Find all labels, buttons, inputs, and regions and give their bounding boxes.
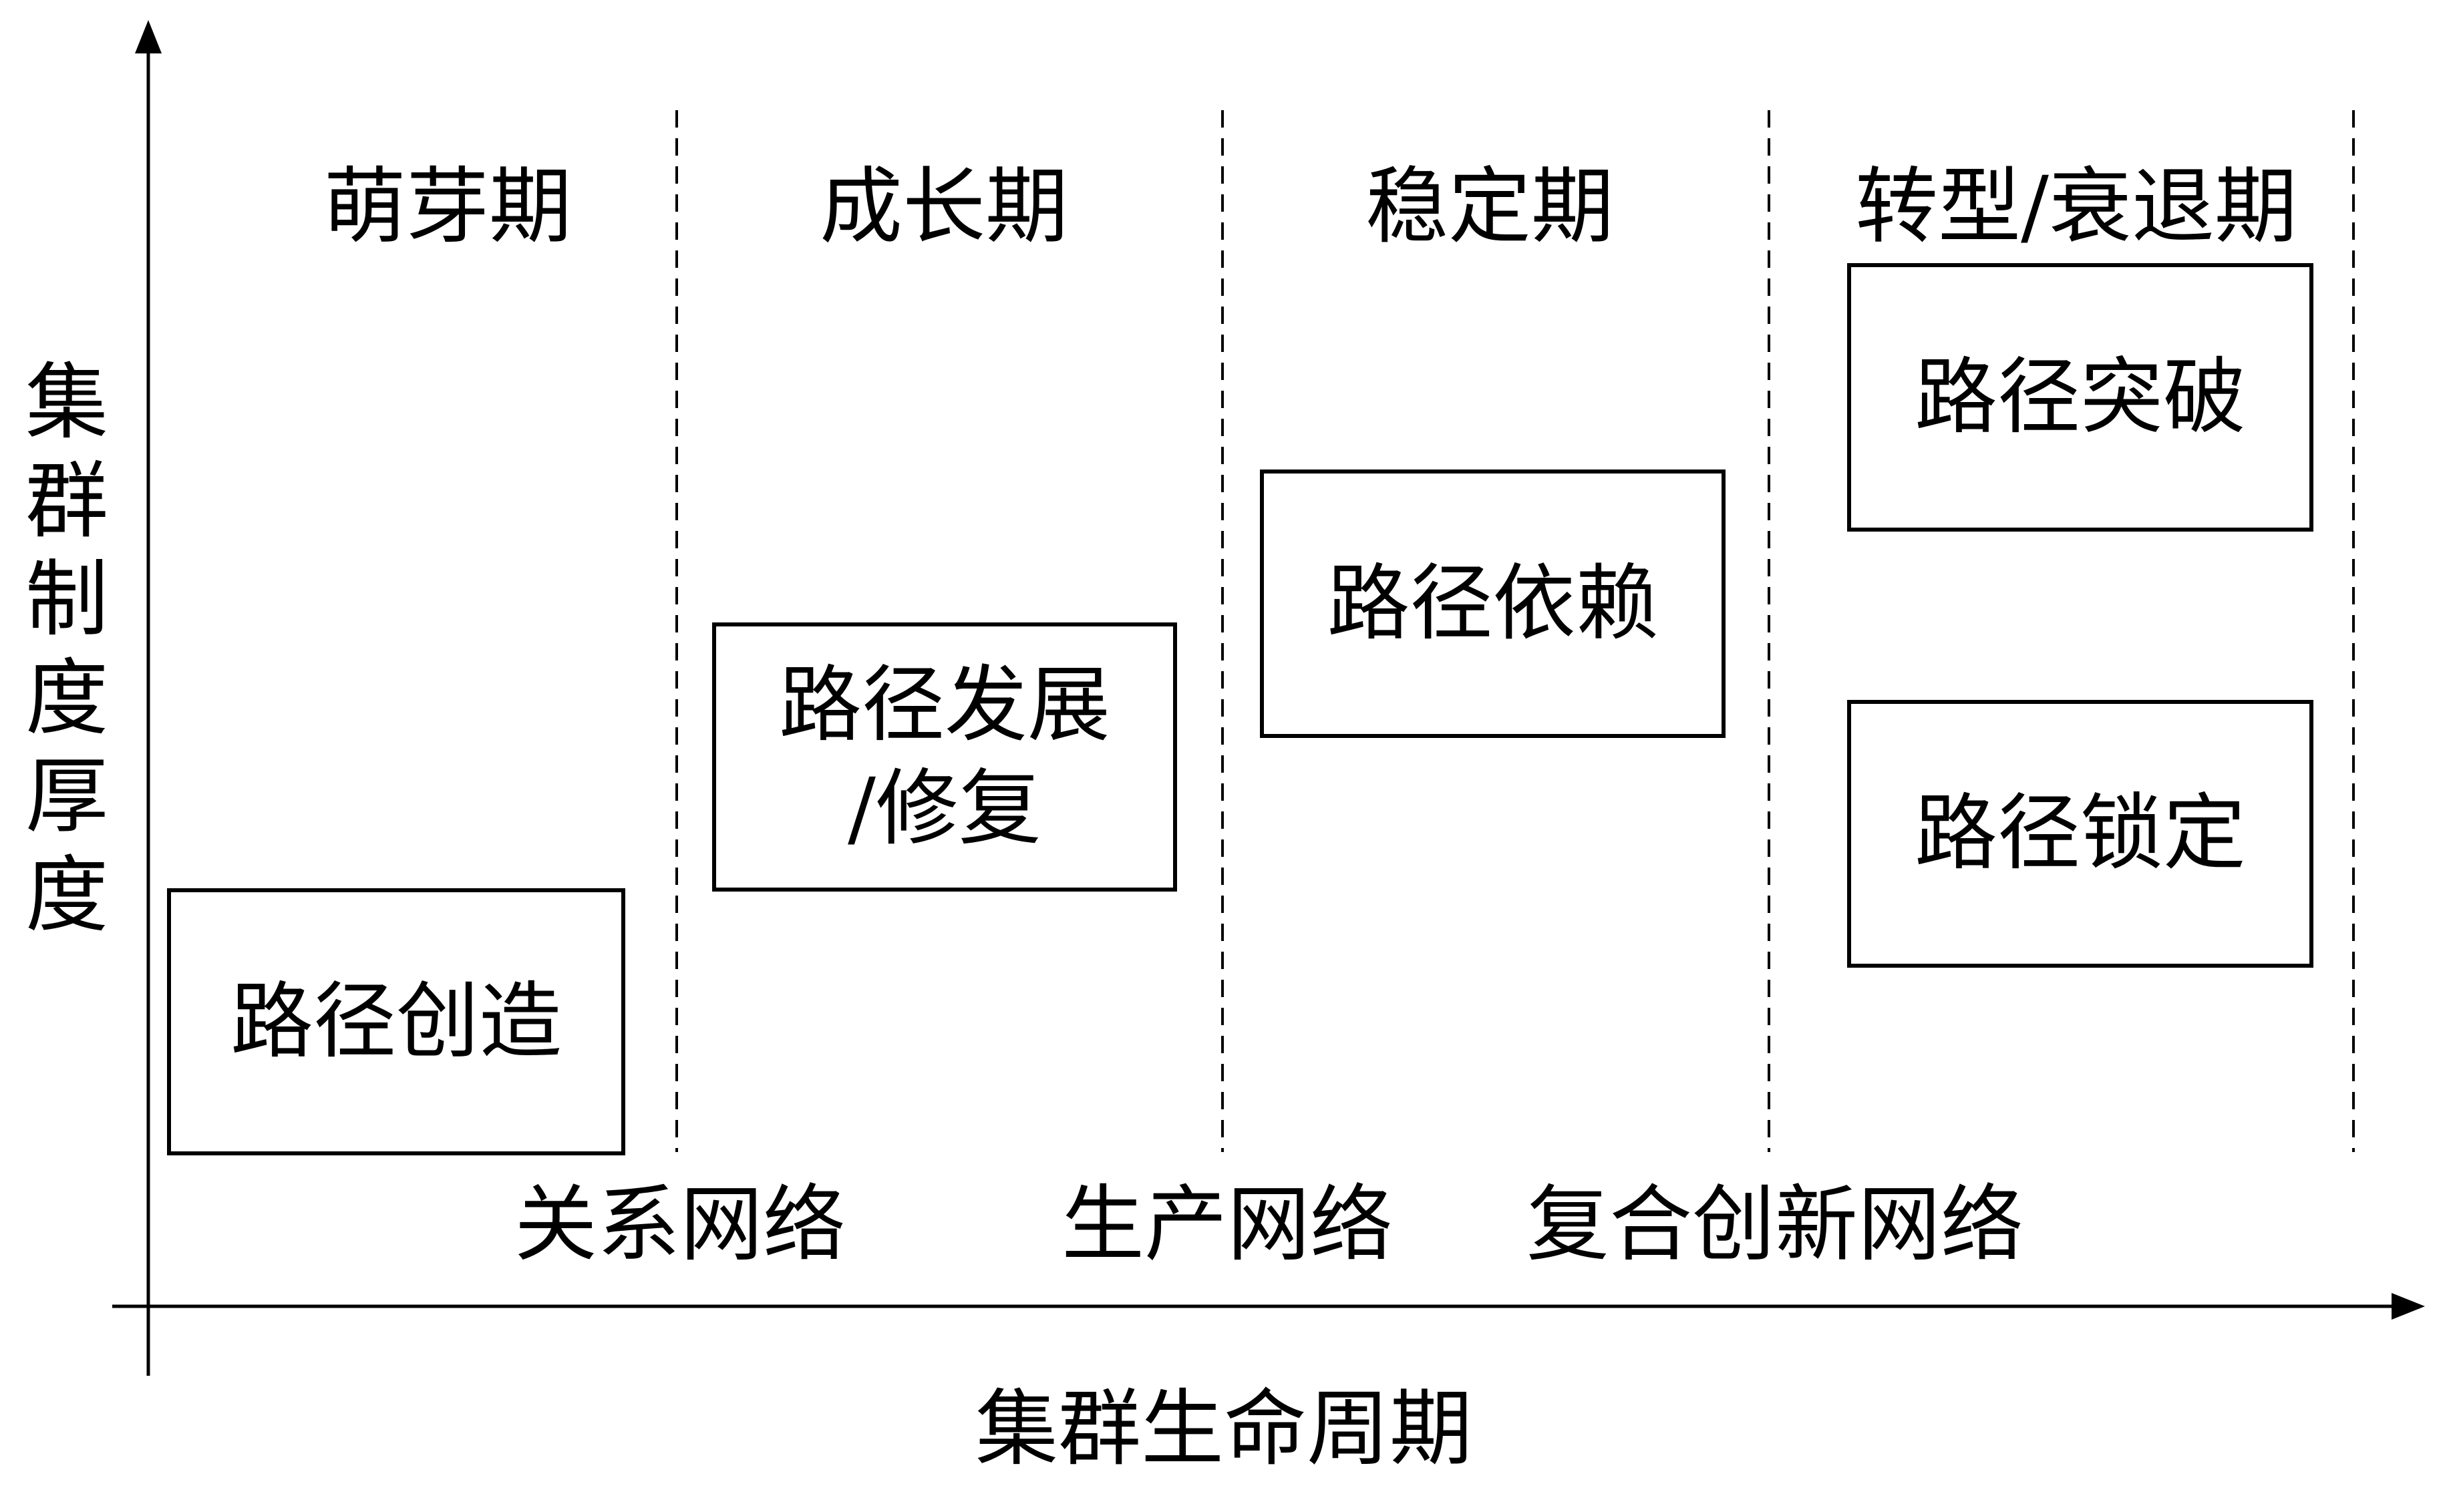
network-label-production: 生产网络 bbox=[1061, 1177, 1394, 1273]
box-path-lock-in: 路径锁定 bbox=[1847, 700, 2313, 968]
y-axis-label: 集群制度厚度 bbox=[25, 355, 108, 944]
phase-label-transition: 转型/衰退期 bbox=[1855, 159, 2297, 255]
box-path-development-label: 路径发展 /修复 bbox=[778, 656, 1110, 857]
y-axis-arrow bbox=[135, 20, 162, 53]
x-axis-arrow bbox=[2392, 1293, 2425, 1320]
network-label-relational: 关系网络 bbox=[514, 1177, 846, 1273]
box-path-lock-in-label: 路径锁定 bbox=[1914, 785, 2246, 882]
x-axis-label: 集群生命周期 bbox=[975, 1381, 1473, 1477]
phase-label-stable: 稳定期 bbox=[1365, 159, 1615, 255]
box-path-breakthrough-label: 路径突破 bbox=[1914, 349, 2246, 445]
box-path-breakthrough: 路径突破 bbox=[1847, 263, 2313, 532]
box-path-dependence-label: 路径依赖 bbox=[1327, 555, 1659, 652]
box-path-dependence: 路径依赖 bbox=[1260, 469, 1726, 738]
box-path-creation: 路径创造 bbox=[167, 888, 625, 1155]
phase-label-sprout: 萌芽期 bbox=[323, 159, 573, 255]
network-label-innovation: 复合创新网络 bbox=[1526, 1177, 2024, 1273]
box-path-creation-label: 路径创造 bbox=[230, 973, 562, 1070]
box-path-development: 路径发展 /修复 bbox=[712, 622, 1177, 892]
phase-label-growth: 成长期 bbox=[819, 159, 1069, 255]
